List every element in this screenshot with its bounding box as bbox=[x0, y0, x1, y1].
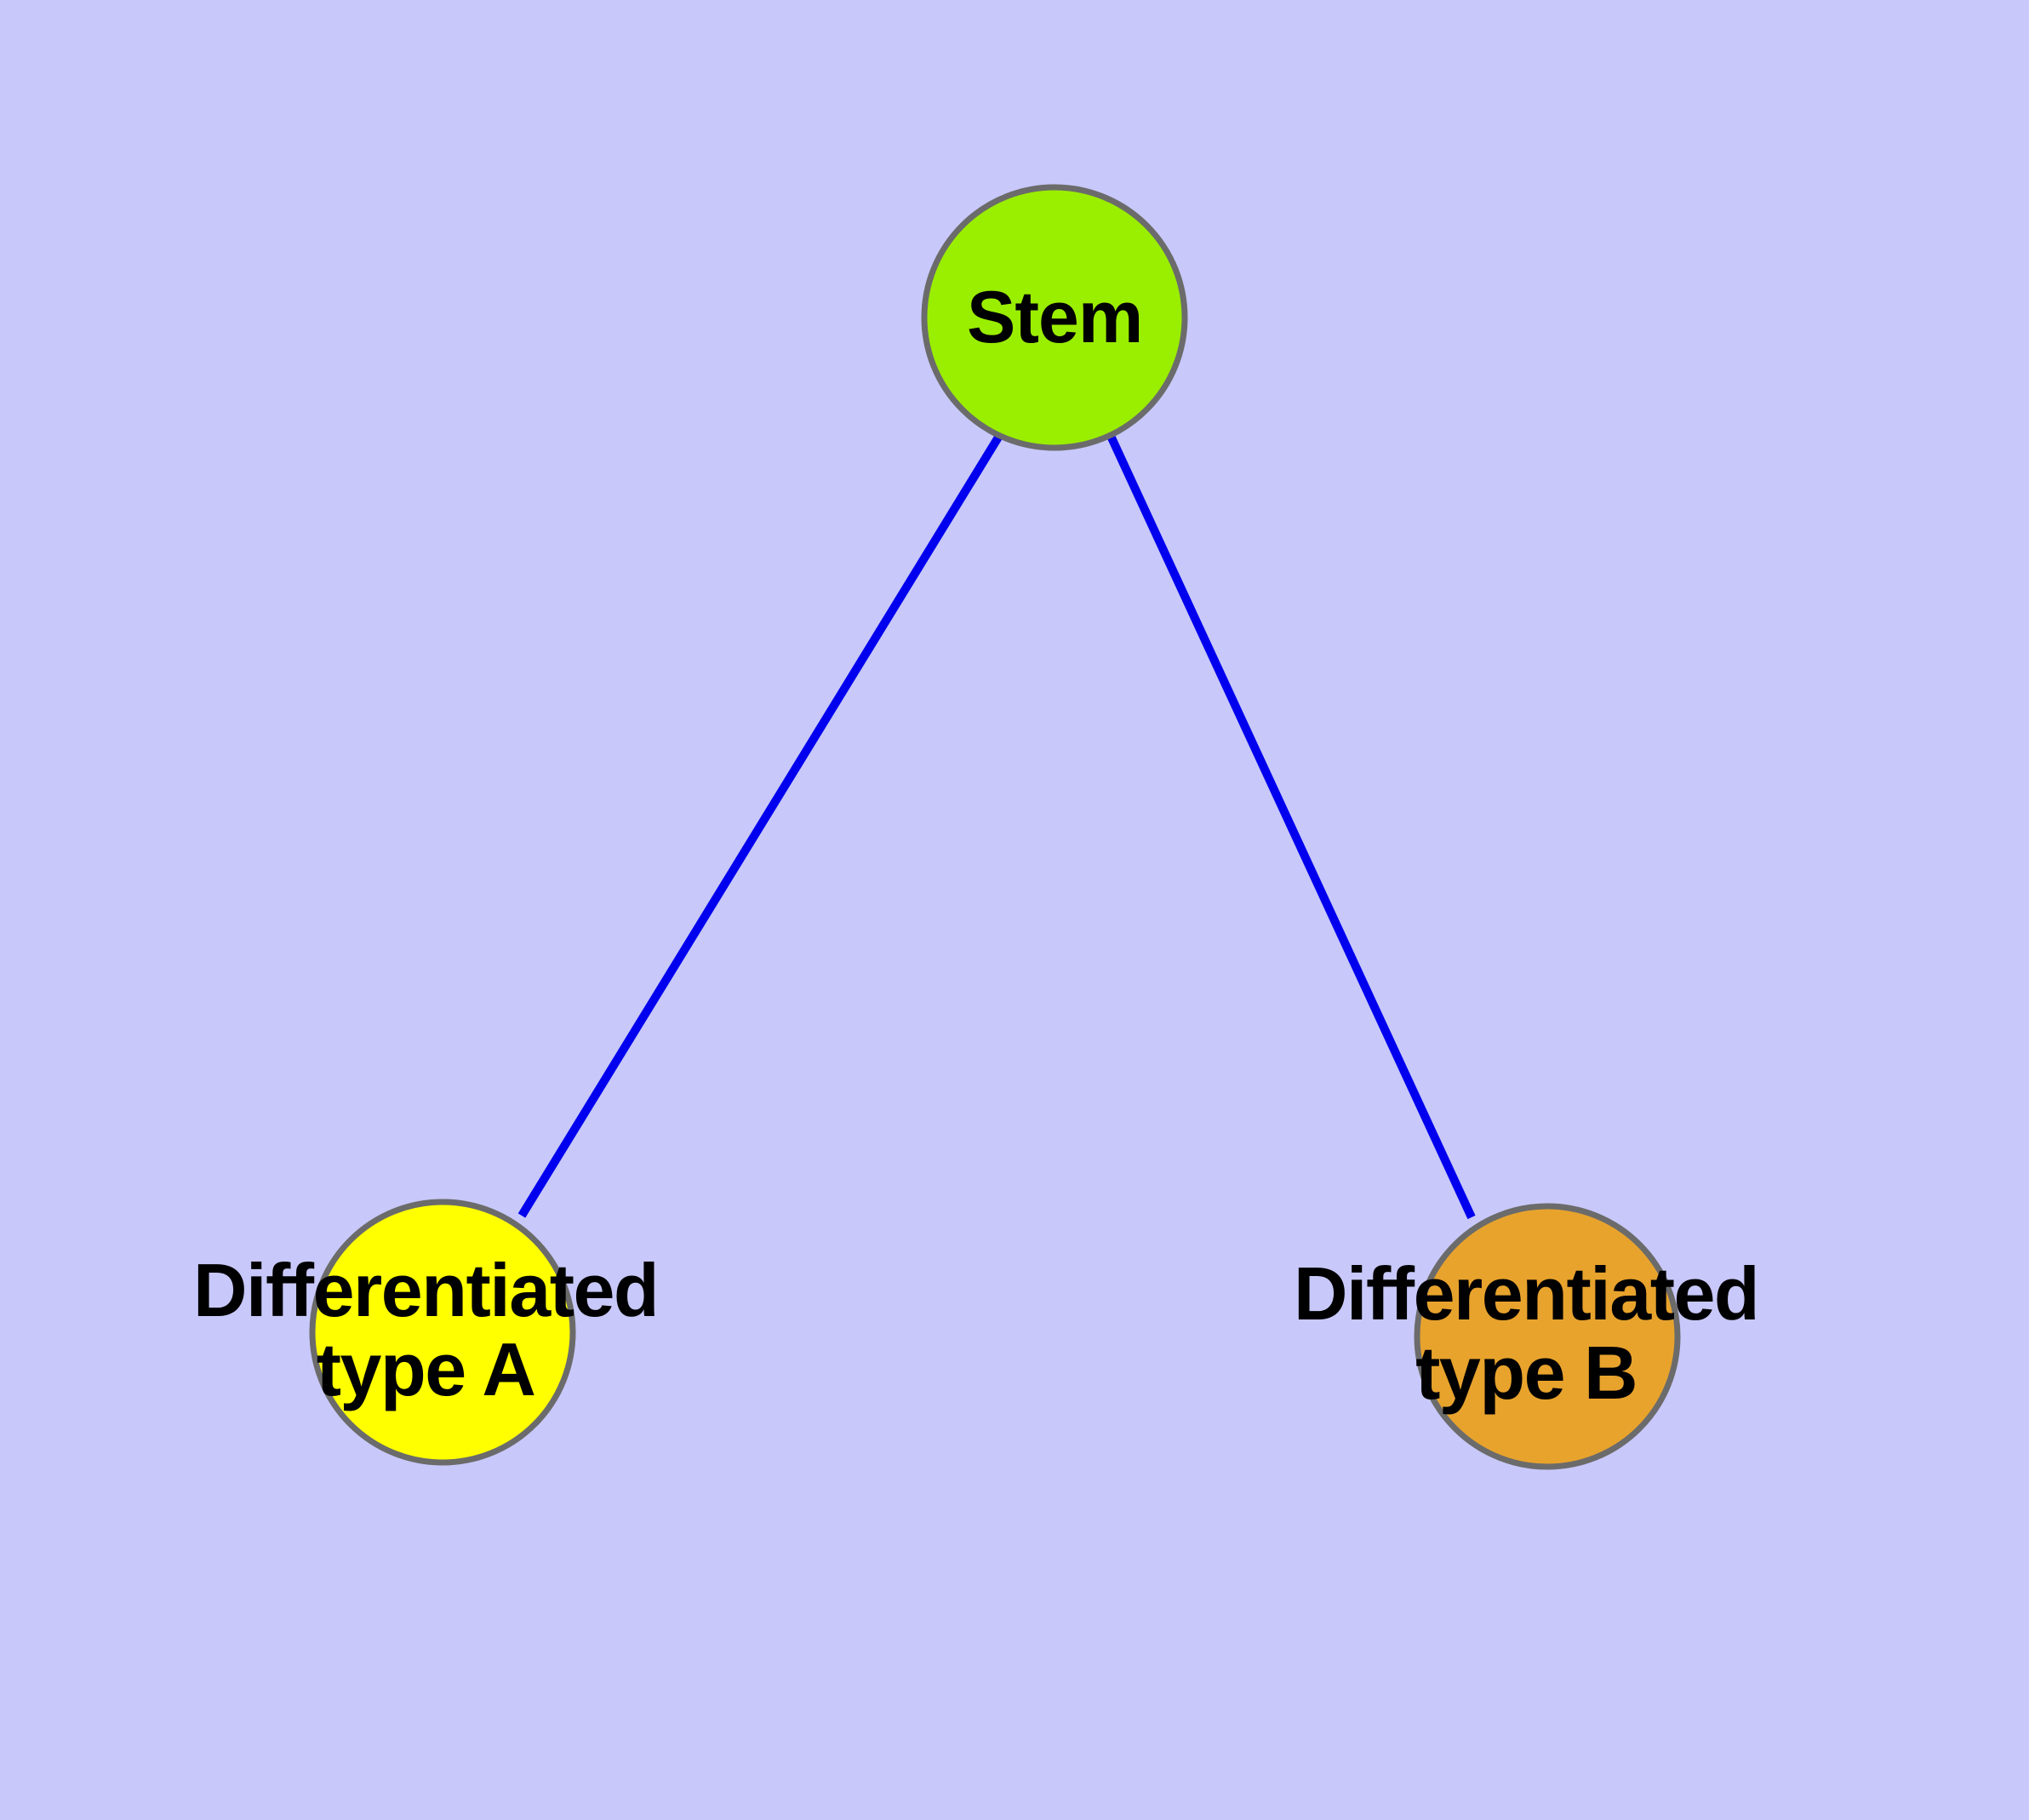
graph-edge-stem-diff_a[interactable] bbox=[517, 433, 1003, 1218]
edges-layer bbox=[517, 433, 1476, 1220]
nodes-layer bbox=[309, 184, 1681, 1470]
graph-node-diff_b[interactable] bbox=[1414, 1203, 1681, 1470]
graph-node-stem[interactable] bbox=[921, 184, 1188, 451]
graph-node-diff_a[interactable] bbox=[309, 1199, 576, 1466]
graph-edge-stem-diff_b[interactable] bbox=[1106, 433, 1476, 1220]
